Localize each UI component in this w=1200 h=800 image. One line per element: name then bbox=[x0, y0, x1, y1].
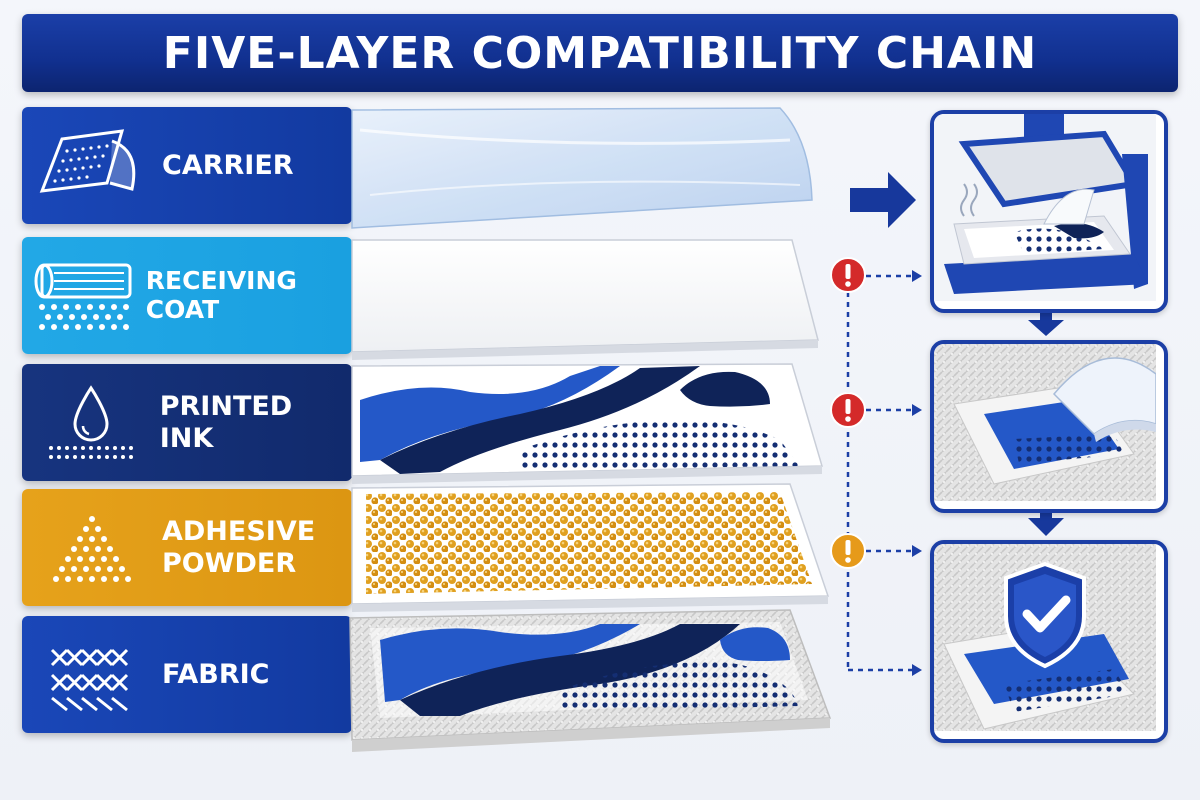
warning-icon bbox=[830, 392, 866, 428]
receiving-coat-sheet bbox=[351, 239, 819, 360]
layer-label-text: RECEIVING COAT bbox=[145, 265, 297, 324]
fabric-sheet bbox=[349, 609, 832, 752]
adhesive-powder-sheet bbox=[351, 483, 830, 612]
verified-shield-icon bbox=[934, 544, 1156, 731]
title-banner: FIVE-LAYER COMPATIBILITY CHAIN bbox=[22, 14, 1178, 92]
film-sheet-icon bbox=[22, 107, 162, 224]
peel-transfer-icon bbox=[934, 344, 1157, 501]
layer-label-line: ADHESIVE POWDER bbox=[162, 516, 316, 579]
layer-label-carrier: CARRIER bbox=[22, 107, 352, 224]
layer-label-adhesive-powder: ADHESIVE POWDER bbox=[22, 489, 352, 606]
layer-label-fabric: FABRIC bbox=[22, 616, 352, 733]
warning-icon bbox=[830, 533, 866, 569]
woven-fabric-icon bbox=[22, 616, 162, 733]
powder-pile-icon bbox=[22, 489, 162, 606]
layer-label-printed-ink: PRINTED INK bbox=[22, 364, 352, 481]
heat-press-panel bbox=[930, 110, 1168, 313]
verified-panel bbox=[930, 540, 1168, 743]
connector-arrowheads bbox=[912, 270, 922, 676]
layer-label-text: ADHESIVE POWDER bbox=[162, 516, 315, 578]
layer-label-text: PRINTED INK bbox=[159, 391, 293, 454]
warning-icon bbox=[830, 257, 866, 293]
carrier-sheet bbox=[351, 107, 813, 229]
layer-label-text: FABRIC bbox=[162, 658, 270, 690]
printed-ink-sheet bbox=[351, 363, 823, 484]
peel-transfer-panel bbox=[930, 340, 1168, 513]
arrow-right-icon bbox=[850, 172, 916, 228]
warning-connectors bbox=[846, 274, 912, 672]
layer-label-text: CARRIER bbox=[162, 149, 294, 181]
layer-label-receiving-coat: RECEIVING COAT bbox=[22, 237, 352, 354]
ink-drop-icon bbox=[22, 364, 160, 481]
coating-roll-icon bbox=[22, 237, 146, 354]
page-title: FIVE-LAYER COMPATIBILITY CHAIN bbox=[162, 27, 1038, 79]
heat-press-icon bbox=[934, 114, 1156, 301]
